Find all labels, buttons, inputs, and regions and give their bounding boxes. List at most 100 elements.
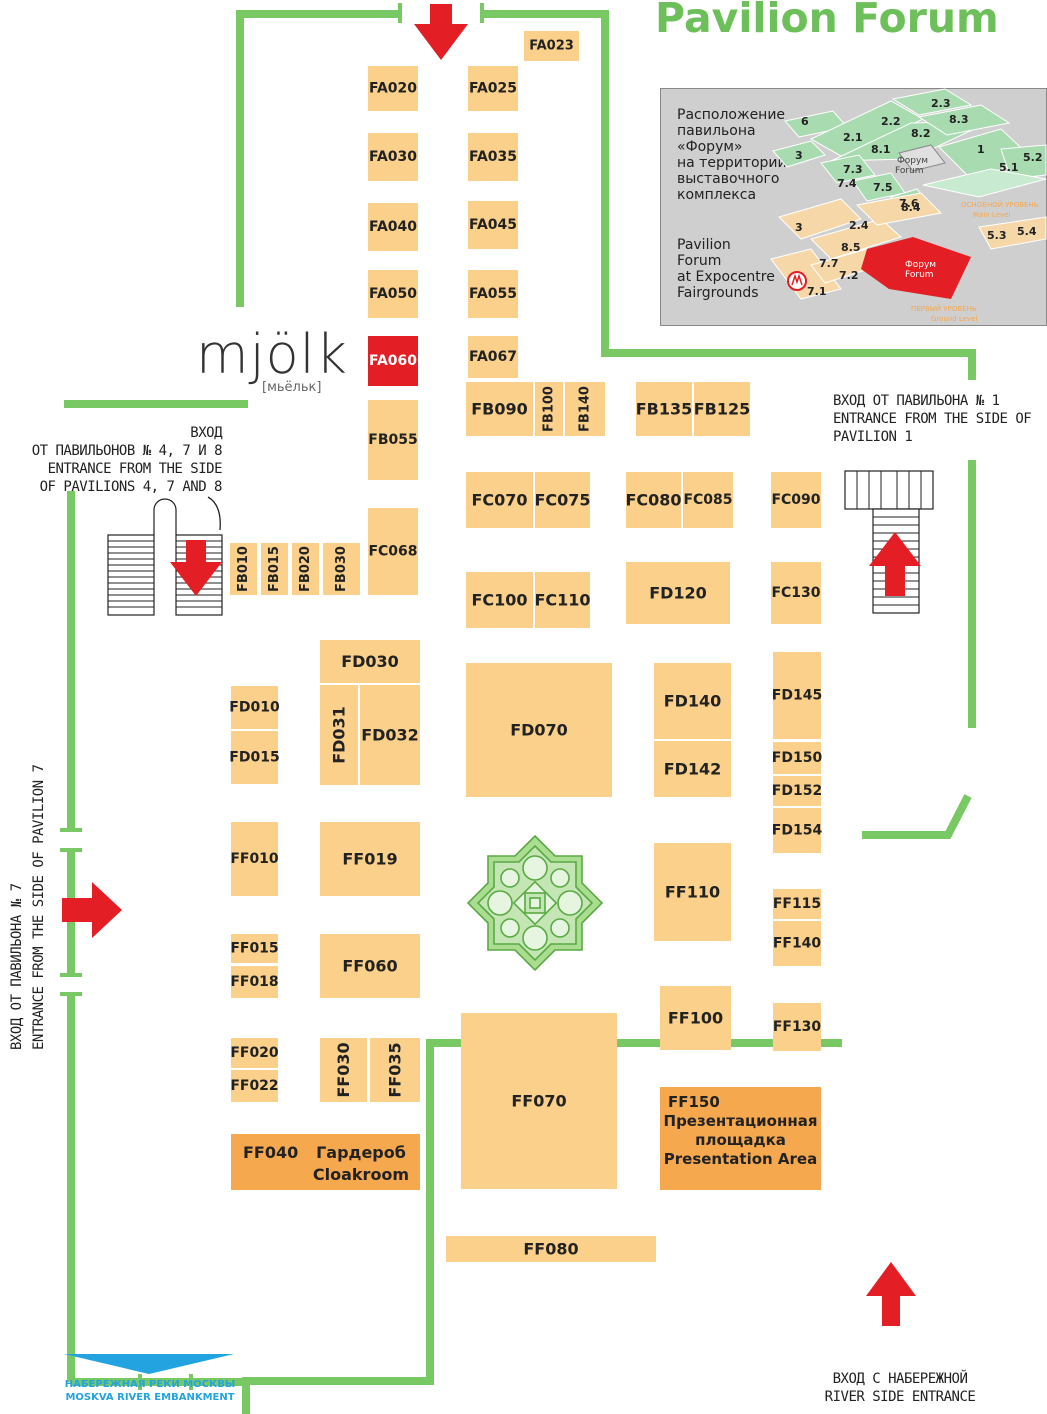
booth-fd031[interactable] bbox=[320, 685, 358, 785]
booth-ff140[interactable] bbox=[773, 921, 821, 966]
booth-fd070[interactable] bbox=[466, 663, 612, 797]
booth-fa067[interactable] bbox=[468, 336, 518, 378]
booth-fd142[interactable] bbox=[654, 741, 731, 797]
booth-fc090[interactable] bbox=[771, 472, 821, 528]
booth-ff110[interactable] bbox=[654, 843, 731, 941]
booth-fd145[interactable] bbox=[773, 652, 821, 739]
inset-pav-label: 1 bbox=[977, 143, 985, 156]
arrow-down-top-icon bbox=[414, 4, 468, 60]
booth-label: FF010 bbox=[230, 851, 279, 867]
booth-fa055[interactable] bbox=[468, 270, 518, 318]
booth-label: FF080 bbox=[523, 1240, 578, 1259]
inset-pav-label: 7.2 bbox=[839, 269, 859, 282]
booth-fc130[interactable] bbox=[771, 562, 821, 624]
booth-label: FC100 bbox=[471, 591, 527, 610]
booth-fc110[interactable] bbox=[535, 572, 590, 628]
booth-ff150[interactable] bbox=[660, 1087, 821, 1190]
inset-pav-label: 7.5 bbox=[873, 181, 893, 194]
entrance-line: ENTRANCE FROM THE SIDE bbox=[47, 461, 223, 477]
booth-fc080[interactable] bbox=[626, 472, 681, 528]
booth-ff010[interactable] bbox=[231, 822, 278, 896]
booth-fa035[interactable] bbox=[468, 133, 518, 181]
booth-label: FD032 bbox=[361, 726, 419, 745]
booth-fd150[interactable] bbox=[773, 742, 821, 774]
booth-fd032[interactable] bbox=[360, 685, 420, 785]
booth-fd152[interactable] bbox=[773, 776, 821, 806]
booth-fa025[interactable] bbox=[468, 66, 518, 111]
booth-fd010[interactable] bbox=[231, 686, 278, 729]
booth-ff040[interactable] bbox=[231, 1134, 420, 1190]
booth-ff130[interactable] bbox=[773, 1003, 821, 1051]
booth-label: FD140 bbox=[664, 692, 722, 711]
booth-label: FA040 bbox=[369, 219, 417, 235]
inset-pav-label: 2.1 bbox=[843, 131, 863, 144]
booth-fb100[interactable] bbox=[535, 382, 563, 436]
inset-pav-label: 5.2 bbox=[1023, 151, 1043, 164]
booth-fa050[interactable] bbox=[368, 270, 418, 318]
booth-label: FC080 bbox=[625, 491, 681, 510]
booth-fa030[interactable] bbox=[368, 133, 418, 181]
booth-fd120[interactable] bbox=[626, 562, 730, 624]
booth-label: FA023 bbox=[529, 39, 574, 54]
booth-label: FC085 bbox=[683, 492, 732, 508]
entrance-right-top-label: ВХОД ОТ ПАВИЛЬОНА № 1 ENTRANCE FROM THE … bbox=[833, 392, 1033, 446]
booth-label: FB020 bbox=[298, 546, 313, 592]
booth-fa040[interactable] bbox=[368, 203, 418, 251]
booth-fd015[interactable] bbox=[231, 731, 278, 784]
booth-label: FA045 bbox=[469, 217, 517, 233]
inset-line: Pavilion bbox=[677, 237, 731, 253]
booth-fb135[interactable] bbox=[636, 382, 692, 436]
booth-fc085[interactable] bbox=[683, 472, 733, 528]
brand-logo: mjölk bbox=[196, 323, 348, 386]
booth-label: FD120 bbox=[649, 584, 707, 603]
booth-fb010[interactable] bbox=[230, 543, 257, 595]
booth-ff022[interactable] bbox=[231, 1070, 278, 1102]
inset-line: выставочного bbox=[677, 171, 780, 187]
booth-fd030[interactable] bbox=[320, 640, 420, 683]
booth-ff015[interactable] bbox=[231, 934, 278, 963]
booth-ff060[interactable] bbox=[320, 934, 420, 998]
inset-pav-label: 7.1 bbox=[807, 285, 827, 298]
booth-ff020[interactable] bbox=[231, 1038, 278, 1068]
booth-label: FD015 bbox=[229, 750, 279, 766]
booth-ff070[interactable] bbox=[461, 1013, 617, 1189]
booth-label: FD070 bbox=[510, 721, 568, 740]
inset-pav-label: 8.3 bbox=[949, 113, 969, 126]
booth-label: FB090 bbox=[471, 400, 528, 419]
inset-pav-label: 8.2 bbox=[911, 127, 931, 140]
booth-fc100[interactable] bbox=[466, 572, 533, 628]
booth-fb015[interactable] bbox=[261, 543, 288, 595]
booth-label: FF035 bbox=[386, 1042, 405, 1097]
booth-label: FD030 bbox=[341, 652, 399, 671]
booth-fb125[interactable] bbox=[694, 382, 750, 436]
booth-fb140[interactable] bbox=[565, 382, 605, 436]
booth-fc070[interactable] bbox=[466, 472, 533, 528]
booth-ff030[interactable] bbox=[320, 1038, 367, 1102]
booth-ff035[interactable] bbox=[370, 1038, 420, 1102]
booth-fb020[interactable] bbox=[292, 543, 319, 595]
booth-ff115[interactable] bbox=[773, 889, 821, 919]
entrance-river-label: ВХОД С НАБЕРЕЖНОЙ RIVER SIDE ENTRANCE bbox=[790, 1370, 1010, 1406]
booth-fa023[interactable] bbox=[524, 31, 579, 61]
booth-fb090[interactable] bbox=[466, 382, 533, 436]
booth-fd140[interactable] bbox=[654, 663, 731, 739]
booth-fd154[interactable] bbox=[773, 808, 821, 853]
booth-ff100[interactable] bbox=[660, 986, 731, 1050]
booth-label: FA035 bbox=[469, 149, 517, 165]
booth-fa045[interactable] bbox=[468, 201, 518, 249]
booth-fc068[interactable] bbox=[368, 508, 418, 595]
booth-label: FD152 bbox=[772, 783, 822, 799]
booth-fa020[interactable] bbox=[368, 66, 418, 111]
booth-ff080[interactable] bbox=[446, 1236, 656, 1262]
booth-ff018[interactable] bbox=[231, 966, 278, 998]
booth-fb055[interactable] bbox=[368, 400, 418, 480]
booth-label: FF060 bbox=[342, 957, 397, 976]
booth-fa060[interactable] bbox=[368, 336, 418, 386]
booth-fc075[interactable] bbox=[535, 472, 590, 528]
booth-label: FF115 bbox=[773, 896, 821, 912]
booth-fb030[interactable] bbox=[323, 543, 360, 595]
booth-ff019[interactable] bbox=[320, 822, 420, 896]
booth-label: FD031 bbox=[330, 706, 349, 764]
